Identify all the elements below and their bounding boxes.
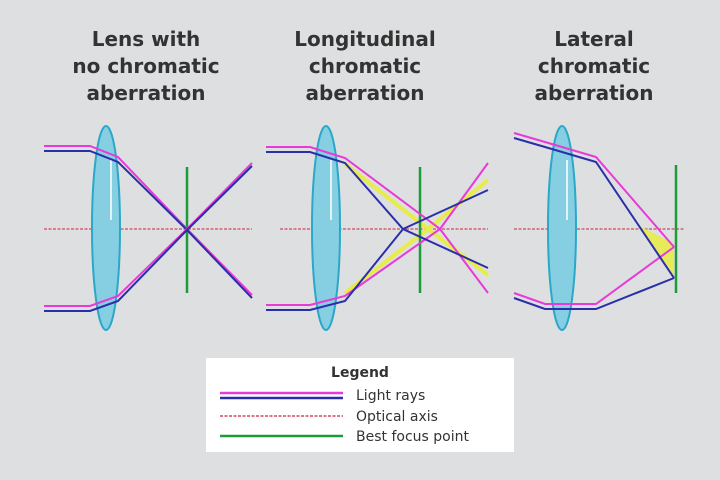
legend-item-light-rays: Light rays [220,388,425,404]
panel-longitudinal [266,125,490,331]
ray-magenta-bottom [266,162,489,306]
legend-label: Optical axis [356,409,438,425]
legend-label: Best focus point [356,429,469,445]
ray-yellow-bottom [343,178,490,295]
ray-magenta-bottom [44,162,253,307]
panel-lateral [513,125,684,331]
lens [547,125,577,331]
ray-blue-bottom [266,189,489,311]
panel-title-line: Lateral [554,27,634,51]
legend-title: Legend [331,365,389,381]
panel-title-line: chromatic [309,54,421,78]
legend-item-optical-axis: Optical axis [220,409,438,425]
panel-title-lateral: Lateral chromatic aberration [535,27,654,105]
legend-label: Light rays [356,388,425,404]
ray-blue-bottom [513,277,675,310]
legend: Legend Light rays Optical axis Best focu… [206,358,514,452]
ray-blue-bottom [44,165,253,312]
ray-magenta-top [266,146,489,294]
ray-blue-top [266,151,489,269]
legend-item-focus: Best focus point [220,429,469,445]
panel-title-line: Longitudinal [294,27,435,51]
panel-title-longitudinal: Longitudinal chromatic aberration [294,27,435,105]
ray-magenta-top [44,145,253,296]
panel-title-no-aberration: Lens with no chromatic aberration [72,27,219,105]
ray-blue-top [513,137,675,279]
lens [91,125,121,331]
panel-title-line: Lens with [92,27,201,51]
ray-magenta-top [513,132,675,248]
panel-no-aberration [44,125,253,331]
panel-title-line: aberration [535,81,654,105]
ray-magenta-bottom [513,246,675,305]
lens [311,125,341,331]
panel-title-line: no chromatic [72,54,219,78]
panel-title-line: chromatic [538,54,650,78]
panel-title-line: aberration [87,81,206,105]
panel-title-line: aberration [306,81,425,105]
ray-blue-top [44,150,253,299]
